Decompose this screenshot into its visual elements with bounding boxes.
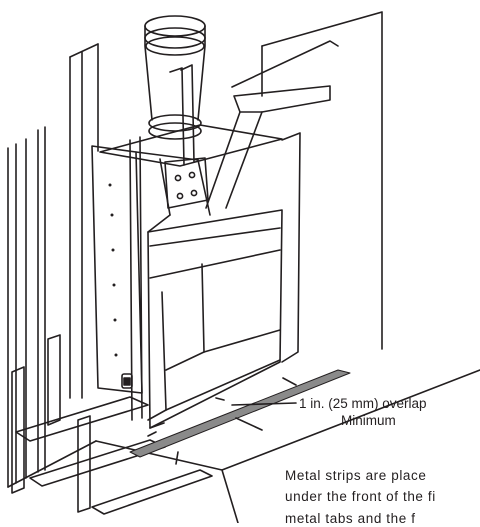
- side-screws: [108, 183, 118, 357]
- caption-line-2: under the front of the fi: [285, 489, 436, 504]
- mantel-shelf: [205, 40, 339, 209]
- fireplace-body: [91, 132, 301, 429]
- support-bracket: [164, 157, 209, 209]
- header-frame: [99, 64, 283, 421]
- overlap-callout: 1 in. (25 mm) overlap: [299, 396, 427, 411]
- caption-line-1: Metal strips are place: [285, 468, 427, 483]
- caption-line-3: metal tabs and the f: [285, 511, 416, 526]
- back-wall: [261, 11, 383, 350]
- minimum-callout: Minimum: [341, 413, 396, 428]
- vent-control: [121, 373, 133, 389]
- overlap-arrows: [147, 377, 297, 465]
- wall-framing: [7, 43, 99, 488]
- vent-pipe: [144, 15, 206, 140]
- metal-strip: [129, 369, 351, 458]
